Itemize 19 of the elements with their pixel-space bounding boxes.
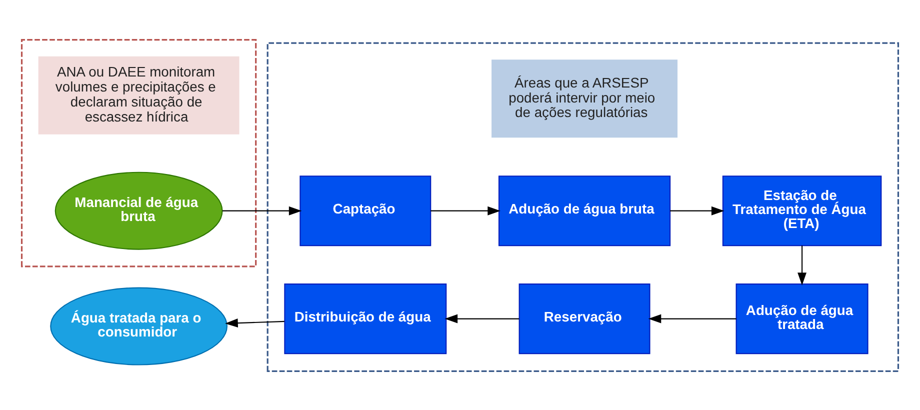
node-box: Áreas que a ARSESP poderá intervir por meio de ações regulatórias xyxy=(492,59,678,138)
node-box: Reservação xyxy=(518,283,650,354)
arrow xyxy=(670,206,724,215)
arrow xyxy=(444,314,519,323)
node-box: Adução de água tratada xyxy=(736,283,868,354)
arrow xyxy=(798,245,807,285)
node-box: Estação de Tratamento de Água (ETA) xyxy=(722,175,882,246)
cluster xyxy=(20,38,257,267)
node-ellipse: Manancial de água bruta xyxy=(54,171,223,250)
arrow xyxy=(430,206,500,215)
node-box: Captação xyxy=(300,175,432,246)
node-box: Adução de água bruta xyxy=(498,175,671,246)
node-box: Distribuição de água xyxy=(284,283,447,354)
cluster xyxy=(266,42,900,372)
arrow xyxy=(225,318,284,328)
node-box: ANA ou DAEE monitoram volumes e precipitações e declaram situação de escassez hídrica xyxy=(38,56,240,134)
arrow xyxy=(648,314,736,323)
node-ellipse: Água tratada para o consumidor xyxy=(50,286,228,365)
arrow xyxy=(222,206,302,215)
